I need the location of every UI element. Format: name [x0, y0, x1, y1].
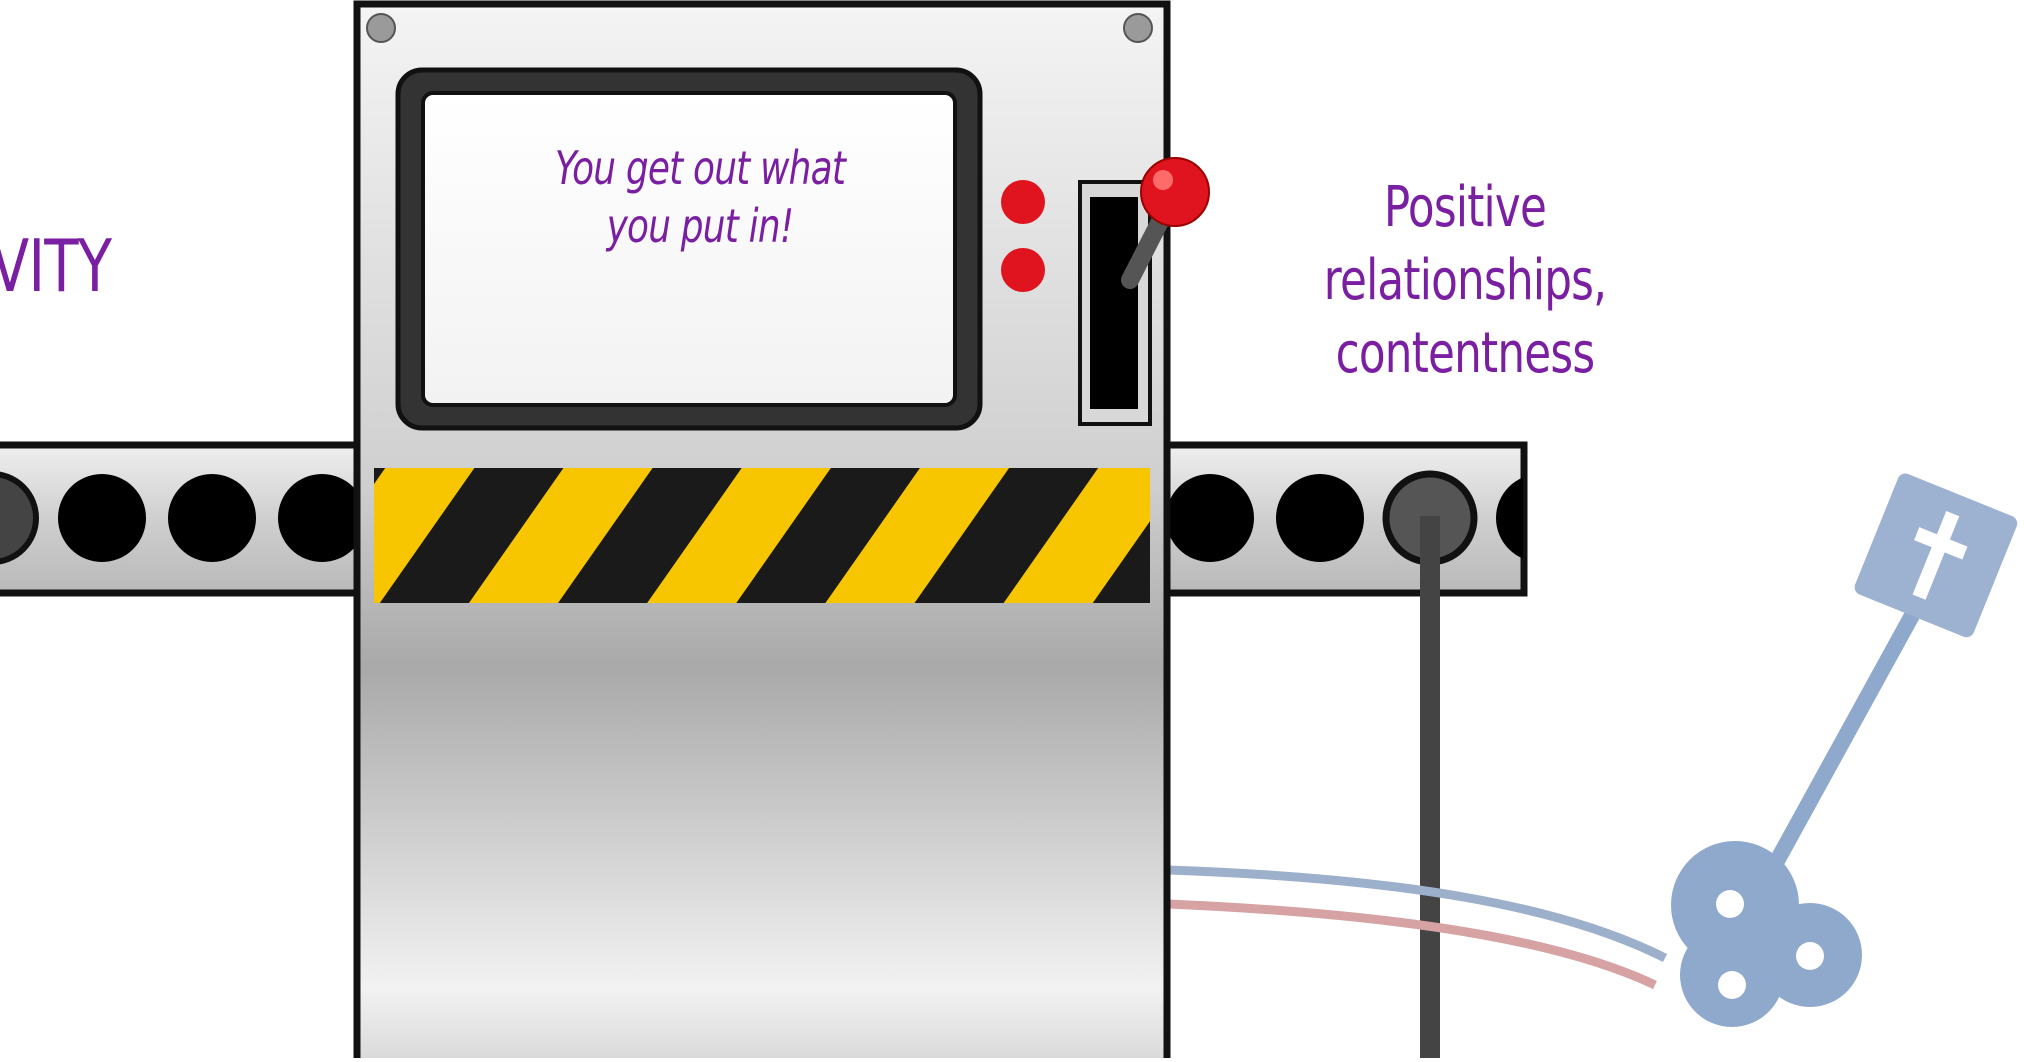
cross-icon: [1852, 471, 2019, 639]
output-label: Positive relationships, contentness: [1251, 172, 1680, 390]
left-partial-label: VITY: [0, 230, 100, 302]
indicator-light-top: [1001, 180, 1045, 224]
screen-message: You get out what you put in!: [528, 140, 871, 255]
hazard-stripe-band: [374, 468, 1150, 603]
output-label-line-1: Positive relationships,: [1251, 172, 1680, 318]
power-cable-blue: [1168, 870, 1665, 958]
lever-icon: [1080, 158, 1209, 424]
screw-icon: [367, 14, 395, 42]
screen-message-line-2: you put in!: [528, 198, 871, 256]
support-pole: [1420, 516, 1440, 1058]
indicator-light-bottom: [1001, 248, 1045, 292]
output-label-line-2: contentness: [1251, 318, 1680, 391]
right-conveyor-belt: [1166, 445, 1584, 593]
power-cable-red: [1168, 904, 1655, 985]
wind-up-key-icon: [1671, 471, 2020, 1027]
screen-message-line-1: You get out what: [528, 140, 871, 198]
left-conveyor-belt: [0, 445, 366, 593]
screw-icon: [1124, 14, 1152, 42]
